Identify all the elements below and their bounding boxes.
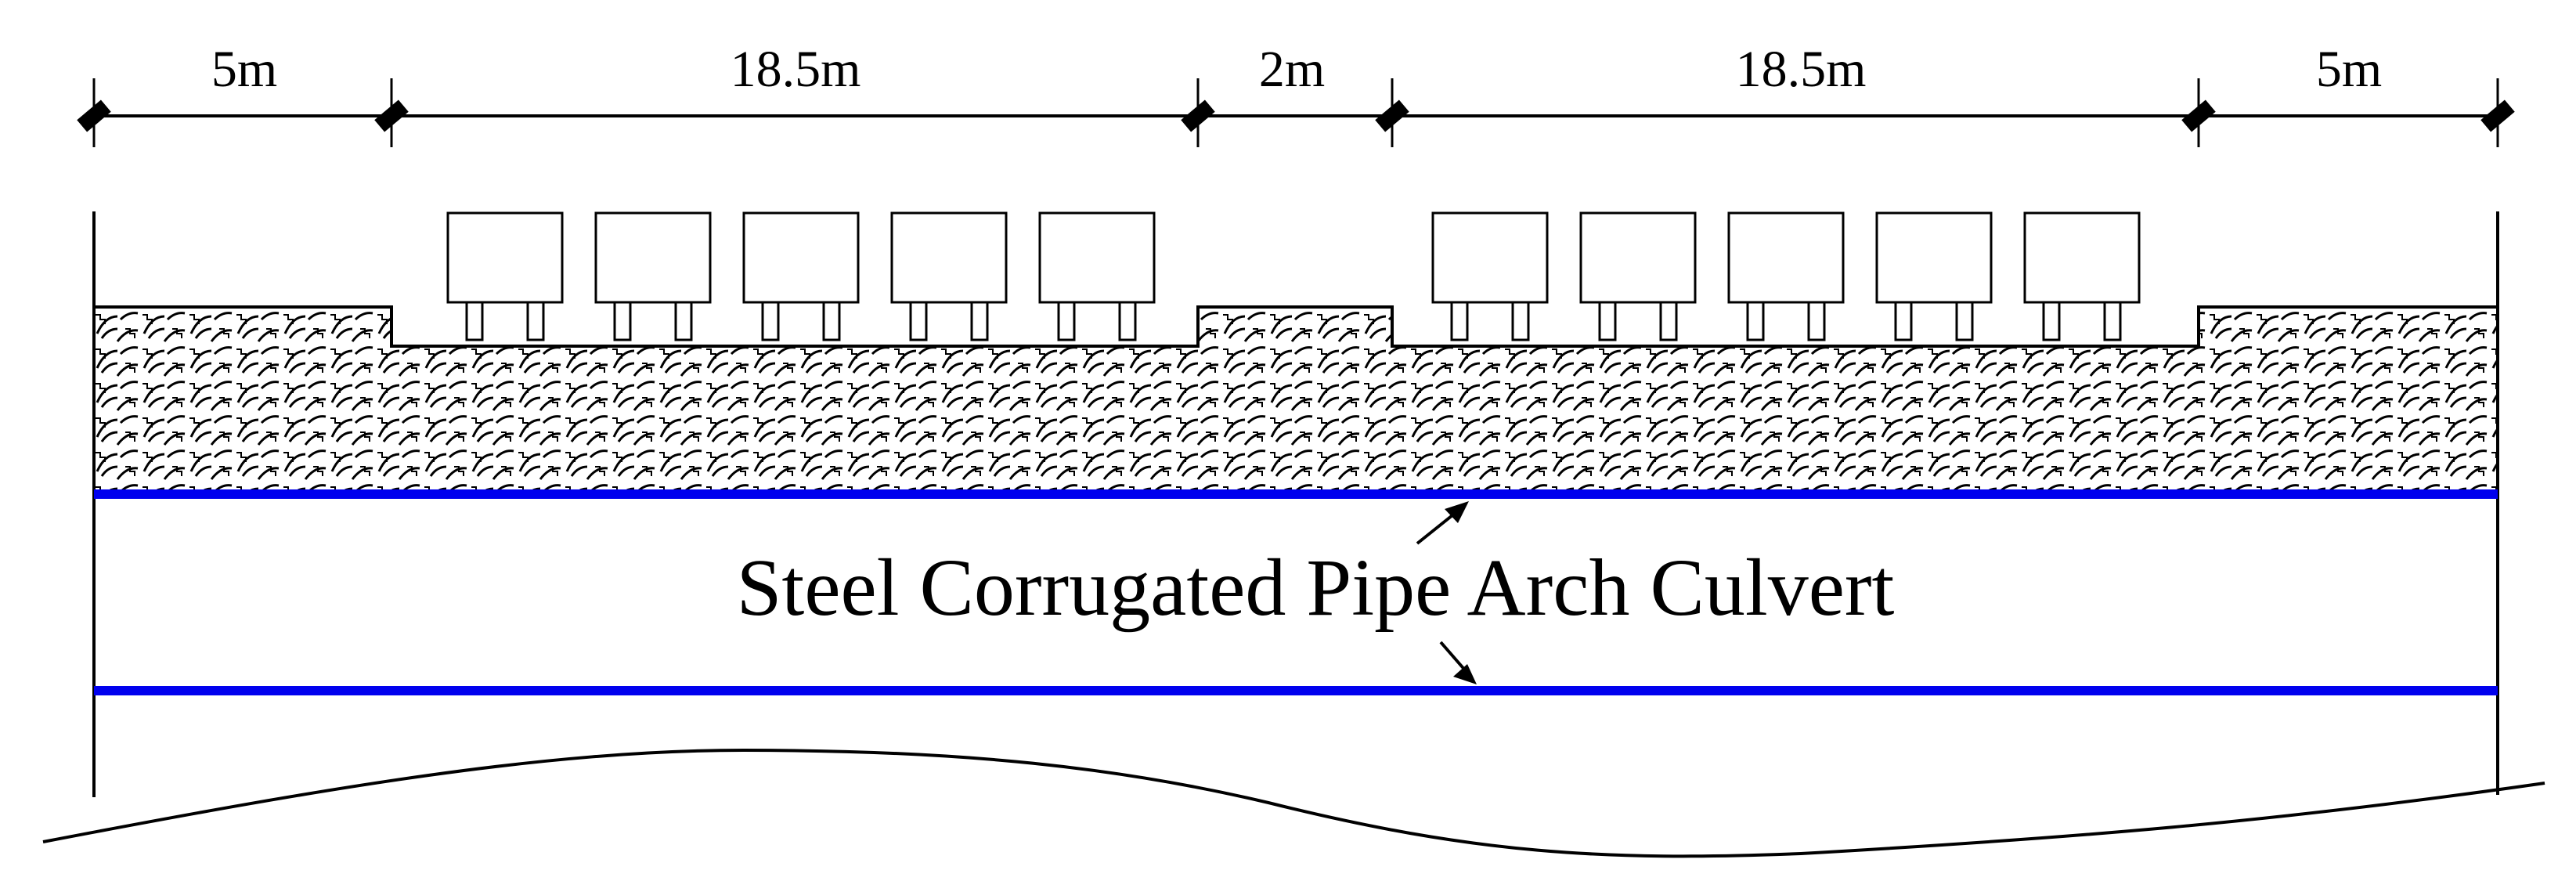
vehicle	[890, 211, 1008, 341]
vehicle-wheel	[465, 301, 484, 341]
vehicle-wheel	[1118, 301, 1137, 341]
vehicle-wheel	[2103, 301, 2122, 341]
vehicle-wheel	[1450, 301, 1469, 341]
vehicle	[1875, 211, 1993, 341]
culvert-label: Steel Corrugated Pipe Arch Culvert	[737, 543, 1895, 633]
vehicle-wheel	[1807, 301, 1826, 341]
vehicle-wheel	[909, 301, 928, 341]
vehicle-body	[1875, 211, 1993, 304]
vehicle-wheel	[970, 301, 989, 341]
vehicle	[2023, 211, 2141, 341]
dimension-tick-mark	[77, 99, 111, 132]
vehicle-wheel	[1894, 301, 1913, 341]
dimension-tick-mark	[2480, 99, 2515, 132]
vehicle-body	[446, 211, 564, 304]
dimension-ticks	[77, 78, 2515, 147]
vehicle-body	[594, 211, 712, 304]
vehicle-wheel	[822, 301, 841, 341]
dimension-bar: 5m 18.5m 2m 18.5m 5m	[77, 41, 2515, 147]
vehicle	[446, 211, 564, 341]
arrowhead-top	[1445, 501, 1469, 523]
dimension-tick-mark	[1181, 99, 1215, 132]
vehicle-wheel	[1057, 301, 1076, 341]
vehicle-body	[890, 211, 1008, 304]
vehicle-body	[2023, 211, 2141, 304]
dimension-labels: 5m 18.5m 2m 18.5m 5m	[211, 41, 2382, 98]
dimension-label-1: 5m	[211, 41, 277, 98]
vehicle	[1038, 211, 1156, 341]
dimension-tick-mark	[374, 99, 409, 132]
vehicle	[1431, 211, 1549, 341]
vehicle-wheel	[761, 301, 780, 341]
arrowhead-bottom	[1453, 664, 1477, 684]
vehicle	[1727, 211, 1845, 341]
leader-arrows	[1416, 501, 1477, 684]
vehicle-wheel	[613, 301, 632, 341]
dimension-label-5: 5m	[2316, 41, 2382, 98]
vehicle-wheel	[1746, 301, 1765, 341]
vehicle	[1579, 211, 1697, 341]
ground-curve	[42, 748, 2545, 858]
vehicle	[742, 211, 860, 341]
vehicle-body	[1038, 211, 1156, 304]
vehicle-wheel	[526, 301, 545, 341]
vehicle-wheel	[2042, 301, 2061, 341]
dimension-label-2: 18.5m	[731, 41, 861, 98]
vehicles-group	[446, 211, 2141, 341]
vehicle-body	[1727, 211, 1845, 304]
vehicle-wheel	[1511, 301, 1530, 341]
vehicle	[594, 211, 712, 341]
vehicle-wheel	[1598, 301, 1617, 341]
dimension-label-3: 2m	[1259, 41, 1325, 98]
dimension-label-4: 18.5m	[1736, 41, 1867, 98]
embankment-fill	[92, 305, 2499, 495]
dimension-tick-mark	[2181, 99, 2216, 132]
dimension-tick-mark	[1375, 99, 1409, 132]
vehicle-body	[1431, 211, 1549, 304]
vehicle-body	[1579, 211, 1697, 304]
vehicle-wheel	[674, 301, 693, 341]
vehicle-body	[742, 211, 860, 304]
vehicle-wheel	[1659, 301, 1678, 341]
vehicle-wheel	[1955, 301, 1974, 341]
